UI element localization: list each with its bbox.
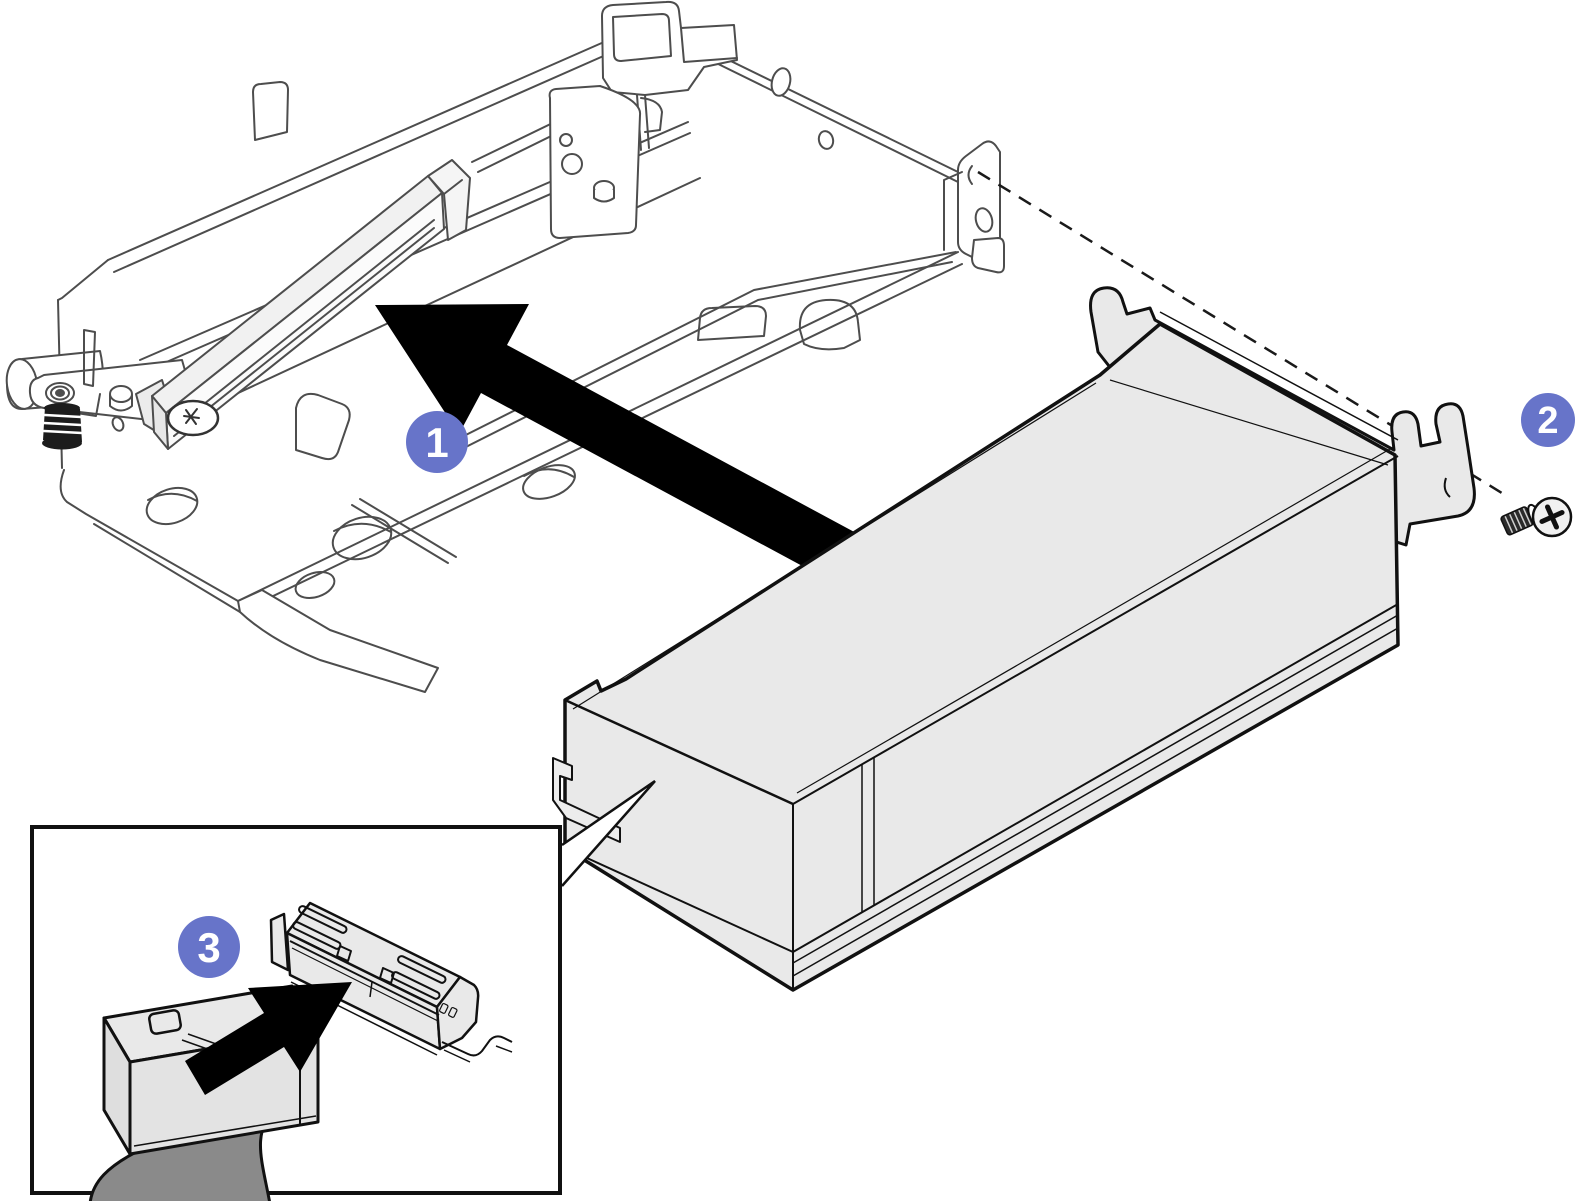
small-hole xyxy=(111,416,125,432)
insert-arrow xyxy=(375,304,858,582)
phillips-cross-icon xyxy=(1539,504,1565,530)
slot-top-face xyxy=(151,175,443,414)
adapter-body xyxy=(563,322,1400,992)
washer xyxy=(45,382,75,404)
inset-leader-wedge xyxy=(561,779,656,887)
cage-pin xyxy=(770,67,792,97)
connect-arrow xyxy=(185,982,352,1095)
riser-slot xyxy=(135,159,471,450)
step-2-number: 2 xyxy=(1537,400,1558,442)
cage-right-wall xyxy=(943,140,1005,274)
callouts: 1 2 3 xyxy=(178,393,1575,978)
alignment-dashed-line xyxy=(977,170,1511,500)
plug-left-face xyxy=(102,1016,132,1156)
pcie-adapter xyxy=(552,322,1400,992)
captive-spring xyxy=(42,403,84,450)
bracket-screw xyxy=(1500,496,1573,538)
guide-boss xyxy=(109,385,133,412)
cage-hole-dshape xyxy=(295,392,351,461)
step-3-badge: 3 xyxy=(178,916,240,978)
cage-floor-flap xyxy=(237,589,439,693)
detail-inset xyxy=(30,825,562,1201)
cage-back-rail xyxy=(107,41,605,261)
cage-rail-tab xyxy=(252,81,289,141)
step-2-badge: 2 xyxy=(1521,393,1575,447)
step-3-number: 3 xyxy=(197,924,220,971)
step-1-badge: 1 xyxy=(406,411,468,473)
slot-latch-clip xyxy=(166,399,220,437)
card-connector xyxy=(269,901,513,1063)
slot-left-cap xyxy=(151,395,169,450)
riser-cage xyxy=(5,0,1005,693)
connector-left-flange xyxy=(269,912,290,972)
hinge-plate xyxy=(548,85,642,239)
cage-right-rail xyxy=(699,45,959,173)
connector-right-cap xyxy=(435,975,480,1051)
cage-hole-oval xyxy=(145,464,576,599)
step-1-number: 1 xyxy=(425,419,448,466)
